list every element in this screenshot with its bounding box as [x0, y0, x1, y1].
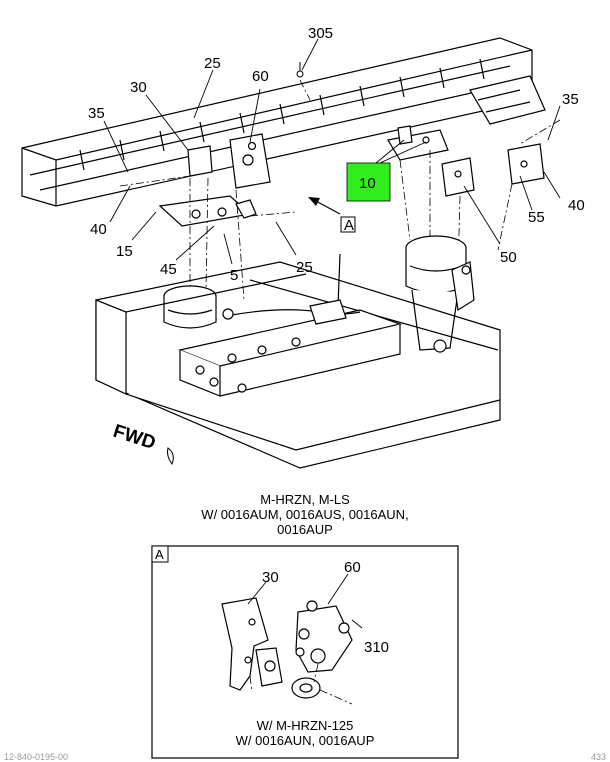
alignment-lines	[119, 79, 561, 301]
detail-a-label: A	[155, 547, 164, 562]
callout-labels: 305 25 30 60 35 35 10 40 40 55 15 45 5 2…	[88, 25, 585, 284]
detail-bracket-60	[295, 600, 353, 673]
callout-35-left: 35	[88, 105, 105, 122]
fwd-label: FWD	[110, 421, 158, 454]
callout-5: 5	[230, 267, 238, 284]
callout-35-right: 35	[562, 91, 579, 108]
callout-25-lower: 25	[296, 259, 313, 276]
detail-leader-lines	[247, 573, 363, 629]
crossmember	[21, 37, 546, 207]
caption-line-2: W/ 0016AUM, 0016AUS, 0016AUN,	[201, 507, 409, 522]
callout-10: 10	[359, 175, 376, 192]
callout-30: 30	[130, 79, 147, 96]
leader-lines	[103, 38, 561, 265]
footer-right: 433	[590, 752, 606, 762]
callout-60: 60	[252, 68, 269, 85]
right-side-brackets	[441, 143, 545, 197]
view-a-label: A	[344, 217, 354, 234]
height-control-valve	[222, 253, 361, 325]
detail-callout-60: 60	[344, 559, 361, 576]
caption-line-1: M-HRZN, M-LS	[260, 492, 350, 507]
bolt-305	[296, 62, 304, 78]
callout-55: 55	[528, 209, 545, 226]
callout-15: 15	[116, 243, 133, 260]
detail-a-box: A	[151, 545, 459, 759]
callout-45: 45	[160, 261, 177, 278]
callout-25-top: 25	[204, 55, 221, 72]
detail-alignment-lines	[249, 663, 353, 705]
callout-50: 50	[500, 249, 517, 266]
callout-40-right: 40	[568, 197, 585, 214]
right-air-spring	[405, 235, 475, 353]
footer-left: 12-840-0195-00	[4, 752, 69, 762]
lower-frame	[95, 261, 501, 469]
detail-caption-line-2: W/ 0016AUN, 0016AUP	[235, 733, 375, 748]
left-mount-bracket	[158, 133, 271, 227]
detail-caption-line-1: W/ M-HRZN-125	[256, 718, 354, 733]
detail-callout-30: 30	[262, 569, 279, 586]
caption-line-3: 0016AUP	[277, 522, 333, 537]
detail-bushing	[291, 677, 321, 699]
callout-305: 305	[308, 25, 333, 42]
view-a-arrow	[308, 197, 356, 233]
detail-callout-310: 310	[364, 639, 389, 656]
left-air-spring	[163, 285, 217, 329]
callout-40-left: 40	[90, 221, 107, 238]
highlight-box-10	[346, 162, 391, 202]
fwd-arrow-icon	[167, 447, 174, 466]
